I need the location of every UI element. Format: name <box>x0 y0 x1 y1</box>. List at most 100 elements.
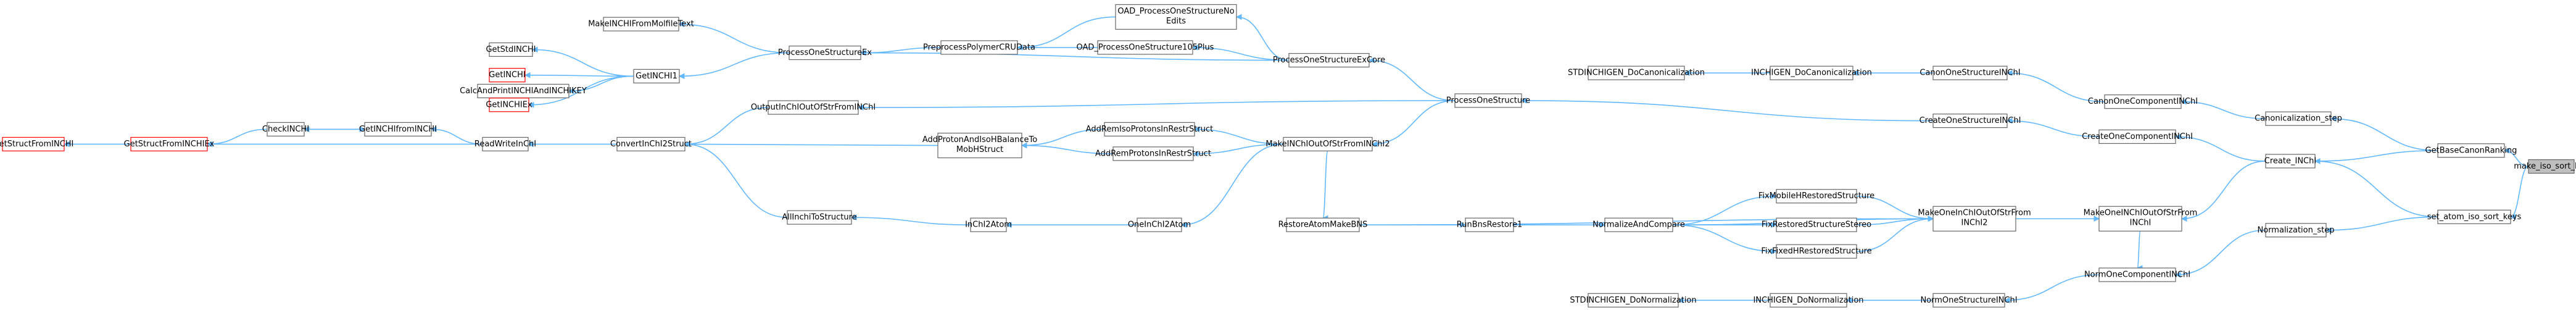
node-box-get-inchi <box>489 68 526 83</box>
edge-9 <box>2175 229 2266 275</box>
node-read-write-inchi[interactable]: ReadWriteInChI <box>474 136 536 152</box>
node-inchigen-do-canonicalization[interactable]: INCHIGEN_DoCanonicalization <box>1751 65 1872 80</box>
edge-arrowhead-62 <box>1677 297 1684 304</box>
node-get-inchi1[interactable]: GetINCHI1 <box>633 69 680 83</box>
node-add-rem-iso-protons-in-restr-struct[interactable]: AddRemIsoProtonsInRestrStruct <box>1086 122 1213 136</box>
node-get-inchi-from-inchi[interactable]: GetINCHIfromINCHI <box>359 122 437 136</box>
node-label-inchigen-do-normalization: INCHIGEN_DoNormalization <box>1753 296 1863 305</box>
node-box-get-struct-from-inchi-ex <box>130 136 208 152</box>
edge-arrowhead-60 <box>2003 297 2010 304</box>
node-stdinchigen-do-normalization[interactable]: STDINCHIGEN_DoNormalization <box>1570 293 1697 308</box>
node-box-add-rem-iso-protons-in-restr-struct <box>1104 122 1195 136</box>
node-create-one-component-inchi[interactable]: CreateOneComponentINChI <box>2082 129 2193 144</box>
node-box-process-one-structure-ex <box>789 45 861 61</box>
node-normalization-step[interactable]: Normalization_step <box>2258 223 2335 238</box>
node-get-struct-from-inchi-ex[interactable]: GetStructFromINCHIEx <box>124 136 215 152</box>
edge-41 <box>1322 150 1328 219</box>
edge-7 <box>2175 136 2266 162</box>
node-fix-mobile-h-restored-structure[interactable]: FixMobileHRestoredStructure <box>1758 189 1874 204</box>
node-box-fix-mobile-h-restored-structure <box>1776 189 1857 204</box>
node-process-one-structure-ex-core[interactable]: ProcessOneStructureExCore <box>1273 52 1385 68</box>
edge-arrowhead-24 <box>678 73 685 80</box>
node-get-inchi[interactable]: GetINCHI <box>489 68 526 83</box>
node-box-get-inchi-ex <box>489 98 529 112</box>
node-box-norm-one-component-inchi <box>2098 267 2176 282</box>
node-make-inchi-from-molfile-text[interactable]: MakeINCHIFromMolfileText <box>588 17 694 31</box>
node-output-inchi-out-of-str-from-inchi[interactable]: OutputInChIOutOfStrFromINChI <box>751 100 876 115</box>
node-make-inchi-out-of-str-from-inchi2[interactable]: MakeINChIOutOfStrFromINChI2 <box>1265 136 1390 152</box>
node-label-add-proton-and-iso-h-balance: AddProtonAndIsoHBalanceTo <box>922 135 1037 145</box>
node-norm-one-structure-inchi[interactable]: NormOneStructureINChI <box>1920 293 2018 308</box>
node-label-read-write-inchi: ReadWriteInChI <box>474 140 536 149</box>
node-set-atom-iso-sort-keys[interactable]: set_atom_iso_sort_keys <box>2427 209 2522 224</box>
node-label-canon-one-structure-inchi: CanonOneStructureINChI <box>1920 69 2020 78</box>
node-stdinchigen-do-canonicalization[interactable]: STDINCHIGEN_DoCanonicalization <box>1568 65 1705 80</box>
node-box-get-inchi-from-inchi <box>364 122 432 136</box>
node-canonicalization-step[interactable]: Canonicalization_step <box>2255 111 2342 126</box>
edge-2 <box>2330 118 2438 151</box>
node-label-check-inchi: CheckINCHI <box>262 125 309 134</box>
node-calc-and-print-inchi-and-inchikey[interactable]: CalcAndPrintINCHIAndINCHIKEY <box>460 83 587 99</box>
node-get-inchi-ex[interactable]: GetINCHIEx <box>486 98 532 112</box>
node-box-all-inchi-to-structure <box>787 210 852 225</box>
node-restore-atom-make-bns[interactable]: RestoreAtomMakeBNS <box>1278 217 1368 232</box>
node-run-bns-restore1[interactable]: RunBnsRestore1 <box>1457 217 1522 232</box>
node-convert-inchi-2-struct[interactable]: ConvertInChI2Struct <box>610 136 692 152</box>
node-create-inchi[interactable]: Create_INChI <box>2264 154 2316 169</box>
node-process-one-structure-ex[interactable]: ProcessOneStructureEx <box>778 45 872 61</box>
node-check-inchi[interactable]: CheckINCHI <box>262 122 309 136</box>
node-get-base-canon-ranking[interactable]: GetBaseCanonRanking <box>2425 143 2517 158</box>
node-canon-one-component-inchi[interactable]: CanonOneComponentINChI <box>2088 94 2198 109</box>
node-inchi-2-atom[interactable]: InChI2Atom <box>965 217 1012 232</box>
node-make-iso-sort-key[interactable]: make_iso_sort_key <box>2514 159 2576 174</box>
edge-arrowhead-32 <box>430 126 437 133</box>
node-preprocess-polymer-cru-data[interactable]: PreprocessPolymerCRUData <box>923 40 1035 55</box>
edge-arrowhead-16 <box>857 104 864 111</box>
node-label-canonicalization-step: Canonicalization_step <box>2255 114 2342 124</box>
edge-arrowhead-6 <box>2180 98 2187 105</box>
edge-4 <box>2314 161 2438 218</box>
node-label-inchi-2-atom: InChI2Atom <box>965 220 1012 230</box>
node-label-convert-inchi-2-struct: ConvertInChI2Struct <box>610 140 692 149</box>
node-inchigen-do-normalization[interactable]: INCHIGEN_DoNormalization <box>1753 293 1864 308</box>
edge-arrowhead-19 <box>1191 44 1198 51</box>
edge-arrowhead-43 <box>1021 142 1027 149</box>
node-label-set-atom-iso-sort-keys: set_atom_iso_sort_keys <box>2427 212 2522 222</box>
node-process-one-structure[interactable]: ProcessOneStructure <box>1446 93 1530 108</box>
node-all-inchi-to-structure[interactable]: AllInchiToStructure <box>782 210 857 225</box>
node-add-rem-protons-in-restr-struct[interactable]: AddRemProtonsInRestrStruct <box>1095 146 1211 161</box>
node-box-make-inchi-out-of-str-from-inchi2 <box>1283 136 1373 152</box>
node-label-stdinchigen-do-normalization: STDINCHIGEN_DoNormalization <box>1570 296 1696 305</box>
node-canon-one-structure-inchi[interactable]: CanonOneStructureINChI <box>1920 65 2021 80</box>
node-box-norm-one-structure-inchi <box>1932 293 2005 308</box>
node-label-run-bns-restore1: RunBnsRestore1 <box>1457 220 1522 230</box>
edge-arrowhead-36 <box>206 141 213 148</box>
node-fix-fixed-h-restored-structure[interactable]: FixFixedHRestoredStructure <box>1761 244 1872 259</box>
node-box-create-one-component-inchi <box>2098 129 2176 144</box>
node-label-create-one-component-inchi: CreateOneComponentINChI <box>2082 132 2193 141</box>
edge-20 <box>860 52 1290 61</box>
node-fix-restored-structure-stereo[interactable]: FixRestoredStructureStereo <box>1762 217 1871 232</box>
edge-arrowhead-37 <box>63 141 70 148</box>
node-label-stdinchigen-do-canonicalization: STDINCHIGEN_DoCanonicalization <box>1568 69 1705 78</box>
node-oad-process-one-structure-105plus[interactable]: OAD_ProcessOneStructure105Plus <box>1077 40 1214 55</box>
edge-arrowhead-25 <box>677 21 684 27</box>
edge-16 <box>858 100 1456 108</box>
node-one-inchi-2-atom[interactable]: OneInChI2Atom <box>1128 217 1191 232</box>
edge-arrowhead-4 <box>2314 158 2321 164</box>
node-create-one-structure-inchi[interactable]: CreateOneStructureINChI <box>1920 114 2021 128</box>
node-get-struct-from-inchi[interactable]: GetStructFromINCHI <box>0 136 73 152</box>
node-get-std-inchi[interactable]: GetStdINCHI <box>486 42 536 57</box>
node-box-fix-fixed-h-restored-structure <box>1776 244 1857 259</box>
node-label-preprocess-polymer-cru-data: PreprocessPolymerCRUData <box>923 43 1035 52</box>
node-label-make-inchi-out-of-str-from-inchi2: MakeINChIOutOfStrFromINChI2 <box>1265 140 1389 149</box>
edge-arrowhead-35 <box>359 126 366 133</box>
edge-arrowhead-47 <box>684 141 690 148</box>
node-normalize-and-compare[interactable]: NormalizeAndCompare <box>1592 217 1685 232</box>
node-label-oad-process-one-structure-no-edits: OAD_ProcessOneStructureNo <box>1117 7 1234 16</box>
node-norm-one-component-inchi[interactable]: NormOneComponentINChI <box>2084 267 2190 282</box>
